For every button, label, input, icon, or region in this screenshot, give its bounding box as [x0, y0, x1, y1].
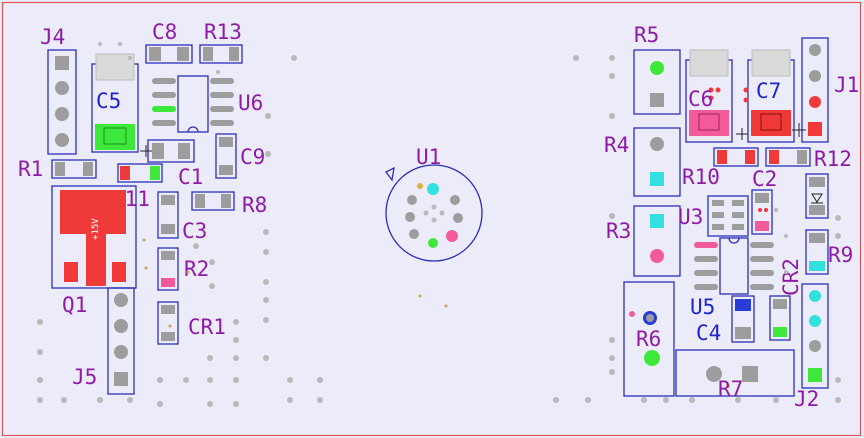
label-r2: R2 — [184, 257, 209, 281]
capacitor-c7[interactable] — [736, 49, 795, 143]
resistor-r4[interactable] — [633, 127, 681, 197]
resistor-r13[interactable] — [199, 44, 243, 64]
label-u1: U1 — [416, 145, 441, 169]
label-q1: Q1 — [62, 293, 87, 317]
label-c1: C1 — [178, 165, 203, 189]
transistor-q1[interactable]: +15V — [51, 185, 137, 289]
capacitor-c5[interactable] — [91, 53, 139, 153]
connector-j5[interactable] — [107, 287, 135, 395]
resistor-r7[interactable] — [675, 349, 795, 397]
capacitor-c1[interactable] — [140, 139, 195, 163]
label-cr1: CR1 — [188, 315, 226, 339]
label-u5: U5 — [690, 295, 715, 319]
label-cr2: CR2 — [779, 258, 803, 296]
label-j4: J4 — [40, 25, 65, 49]
label-u6: U6 — [238, 91, 263, 115]
label-r13: R13 — [204, 20, 242, 44]
connector-j4[interactable] — [47, 49, 77, 155]
label-c9: C9 — [240, 145, 265, 169]
label-r6: R6 — [636, 327, 661, 351]
label-r7: R7 — [718, 377, 743, 401]
label-r5: R5 — [634, 23, 659, 47]
resistor-r8[interactable] — [191, 191, 235, 211]
vias — [37, 42, 841, 407]
label-c2: C2 — [752, 167, 777, 191]
capacitor-c4[interactable] — [731, 295, 755, 343]
label-r3: R3 — [606, 219, 631, 243]
resistor-r3[interactable] — [633, 205, 681, 277]
label-c6: C6 — [688, 87, 713, 111]
resistor-r9[interactable] — [805, 229, 829, 275]
label-c8: C8 — [152, 20, 177, 44]
label-r10: R10 — [682, 165, 720, 189]
diode-cr1[interactable] — [157, 301, 179, 345]
label-j5: J5 — [72, 365, 97, 389]
label-j2: J2 — [794, 387, 819, 411]
resistor-r11[interactable] — [117, 163, 163, 183]
label-u3: U3 — [678, 205, 703, 229]
label-c3: C3 — [182, 219, 207, 243]
connector-j2[interactable] — [801, 283, 829, 389]
resistor-r5[interactable] — [633, 49, 681, 115]
label-r9: R9 — [828, 243, 853, 267]
capacitor-c3[interactable] — [157, 191, 179, 239]
label-r12: R12 — [814, 147, 852, 171]
ic-u3[interactable] — [707, 195, 749, 237]
label-c7: C7 — [756, 79, 781, 103]
q1-marking: +15V — [91, 218, 101, 240]
label-r8: R8 — [242, 193, 267, 217]
diode-d-near-r12[interactable] — [805, 173, 829, 219]
capacitor-c2[interactable] — [751, 189, 773, 235]
resistor-r10[interactable] — [713, 147, 759, 167]
ic-u6[interactable] — [152, 75, 234, 133]
resistor-r12[interactable] — [765, 147, 811, 167]
ic-u5[interactable] — [694, 237, 774, 295]
capacitor-c6[interactable] — [685, 49, 733, 143]
resistor-r6[interactable] — [623, 281, 675, 397]
capacitor-c8[interactable] — [145, 44, 193, 64]
label-r4: R4 — [604, 133, 629, 157]
diode-cr2[interactable] — [769, 295, 791, 341]
label-j1: J1 — [834, 73, 859, 97]
resistor-r1[interactable] — [51, 159, 97, 179]
connector-j1[interactable] — [792, 37, 829, 143]
ic-u1[interactable] — [385, 164, 483, 262]
small-vias-gold — [142, 238, 448, 328]
label-r1: R1 — [18, 157, 43, 181]
label-c5: C5 — [96, 89, 121, 113]
capacitor-c9[interactable] — [215, 133, 237, 179]
label-c4: C4 — [696, 321, 721, 345]
resistor-r2[interactable] — [157, 247, 179, 291]
